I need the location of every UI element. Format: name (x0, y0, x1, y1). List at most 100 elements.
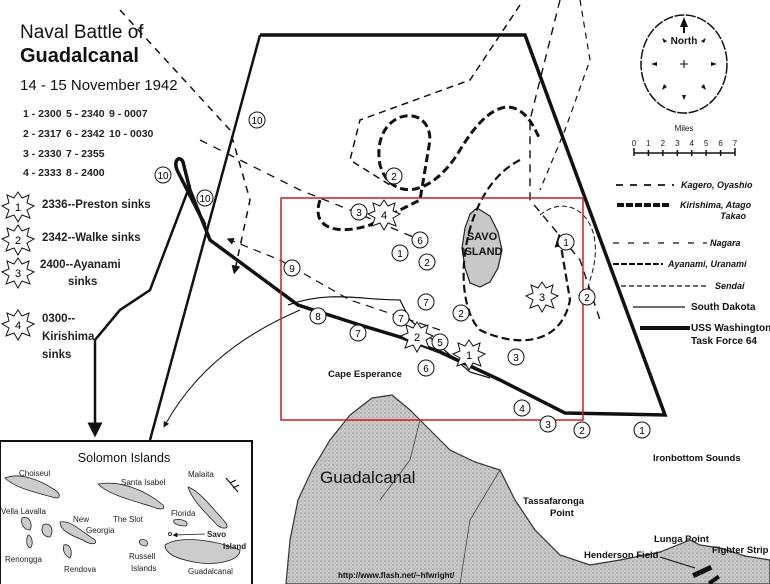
time-entry: 5 - 2340 (66, 108, 105, 120)
track-marker: 6 (411, 231, 429, 249)
svg-text:1: 1 (639, 426, 645, 437)
inset-label: Savo (207, 530, 226, 539)
kirishima-track (316, 105, 542, 232)
inset-label: The Slot (113, 515, 144, 524)
legend-kagero: Kagero, Oyashio (681, 180, 753, 190)
land-ridge (379, 419, 501, 584)
track-marker: 6 (417, 359, 435, 377)
cape-esperance-label: Cape Esperance (328, 369, 402, 380)
track-marker: 2 (452, 304, 470, 322)
time-entry: 3 - 2330 (23, 148, 62, 160)
svg-text:10: 10 (251, 116, 263, 127)
legend-washington-1: USS Washington (691, 323, 770, 334)
svg-text:1: 1 (466, 350, 472, 362)
savo-label-2: ISLAND (462, 246, 503, 258)
svg-text:6: 6 (718, 139, 723, 148)
legend-sendai: Sendai (715, 281, 745, 291)
svg-text:2: 2 (391, 172, 397, 183)
nagara-track (199, 139, 421, 241)
north-arrow-icon (680, 17, 688, 33)
inset-label: Rendova (64, 565, 97, 574)
guadalcanal-label: Guadalcanal (320, 468, 415, 487)
legend-kirishima-2: Takao (720, 211, 746, 221)
tassafaronga-label-2: Point (550, 508, 575, 519)
burst-icon: 3 (524, 281, 560, 314)
scale-bar: 0 1 2 3 4 5 6 7 (632, 139, 738, 156)
airfield-icon (692, 564, 713, 578)
compass-rose: North (640, 14, 728, 114)
time-entry: 10 - 0030 (109, 128, 154, 140)
sinking-kirishima-2: Kirishima (42, 331, 95, 343)
legend-washington-2: Task Force 64 (691, 336, 757, 347)
sendai-track-2 (539, 0, 591, 191)
svg-text:1: 1 (646, 139, 651, 148)
inset-label: Islands (131, 564, 156, 573)
title-line-1: Naval Battle of (20, 22, 144, 43)
track-exit (87, 184, 192, 438)
time-entry: 6 - 2342 (66, 128, 105, 140)
svg-text:4: 4 (15, 320, 21, 332)
time-entry: 8 - 2400 (66, 167, 105, 179)
track-marker: 1 (557, 233, 575, 251)
burst-icon: 3 (0, 257, 36, 290)
svg-text:5: 5 (437, 338, 443, 349)
track-legend: Kagero, Oyashio Kirishima, Atago Takao N… (613, 180, 770, 347)
track-marker: 2 (573, 421, 591, 439)
inset-label: Russell (129, 552, 155, 561)
solomon-islands-inset: Solomon Islands Choiseul Santa Isabel Ma… (0, 440, 253, 584)
map-sinking-markers: 1 2 3 4 (366, 199, 560, 372)
title-date: 14 - 15 November 1942 (20, 77, 178, 94)
track-marker: 8 (309, 307, 327, 325)
svg-text:2: 2 (424, 258, 430, 269)
track-marker: 3 (539, 415, 557, 433)
title-line-2: Guadalcanal (20, 45, 139, 67)
svg-text:6: 6 (417, 236, 423, 247)
time-entry: 7 - 2355 (66, 148, 105, 160)
legend-kirishima-1: Kirishima, Atago (680, 200, 752, 210)
svg-text:2: 2 (661, 139, 666, 148)
track-marker: 10 (196, 189, 214, 207)
track-marker: 10 (248, 111, 266, 129)
burst-icon: 4 (0, 309, 36, 342)
track-marker: 3 (350, 203, 368, 221)
svg-text:0: 0 (632, 139, 637, 148)
sinking-preston: 2336--Preston sinks (42, 199, 151, 211)
ironbottom-label: Ironbottom Sounds (653, 453, 741, 464)
svg-text:3: 3 (539, 292, 545, 304)
svg-text:2: 2 (579, 426, 585, 437)
tassafaronga-label-1: Tassafaronga (523, 496, 585, 507)
svg-text:7: 7 (398, 314, 404, 325)
track-marker: 7 (392, 309, 410, 327)
svg-text:2: 2 (584, 293, 590, 304)
inset-label: Santa Isabel (121, 478, 166, 487)
time-entry: 2 - 2317 (23, 128, 62, 140)
svg-text:3: 3 (15, 268, 21, 280)
time-entry: 4 - 2333 (23, 167, 62, 179)
svg-text:4: 4 (689, 139, 694, 148)
legend-south-dakota: South Dakota (691, 302, 756, 313)
svg-text:10: 10 (157, 171, 169, 182)
sendai-track (539, 205, 596, 301)
sinking-walke: 2342--Walke sinks (42, 232, 141, 244)
track-marker: 3 (507, 348, 525, 366)
washington-track (174, 33, 668, 417)
svg-text:5: 5 (704, 139, 709, 148)
kagero-track-2 (349, 4, 521, 186)
savo-island-shape (461, 207, 503, 288)
inset-label: Malaita (188, 470, 214, 479)
inset-label: Renongga (5, 555, 42, 564)
svg-text:10: 10 (199, 194, 211, 205)
compass-north-label: North (671, 36, 698, 47)
svg-text:2: 2 (458, 309, 464, 320)
track-north-south (148, 34, 262, 441)
track-marker: 4 (513, 399, 531, 417)
savo-label-1: SAVO (467, 231, 498, 243)
svg-text:7: 7 (423, 298, 429, 309)
svg-text:3: 3 (356, 208, 362, 219)
track-number-markers: 10 10 10 9 8 7 7 7 6 6 5 4 3 2 1 1 2 3 2… (154, 111, 651, 439)
svg-text:6: 6 (423, 364, 429, 375)
svg-text:4: 4 (519, 404, 525, 415)
burst-icon: 4 (366, 199, 402, 232)
